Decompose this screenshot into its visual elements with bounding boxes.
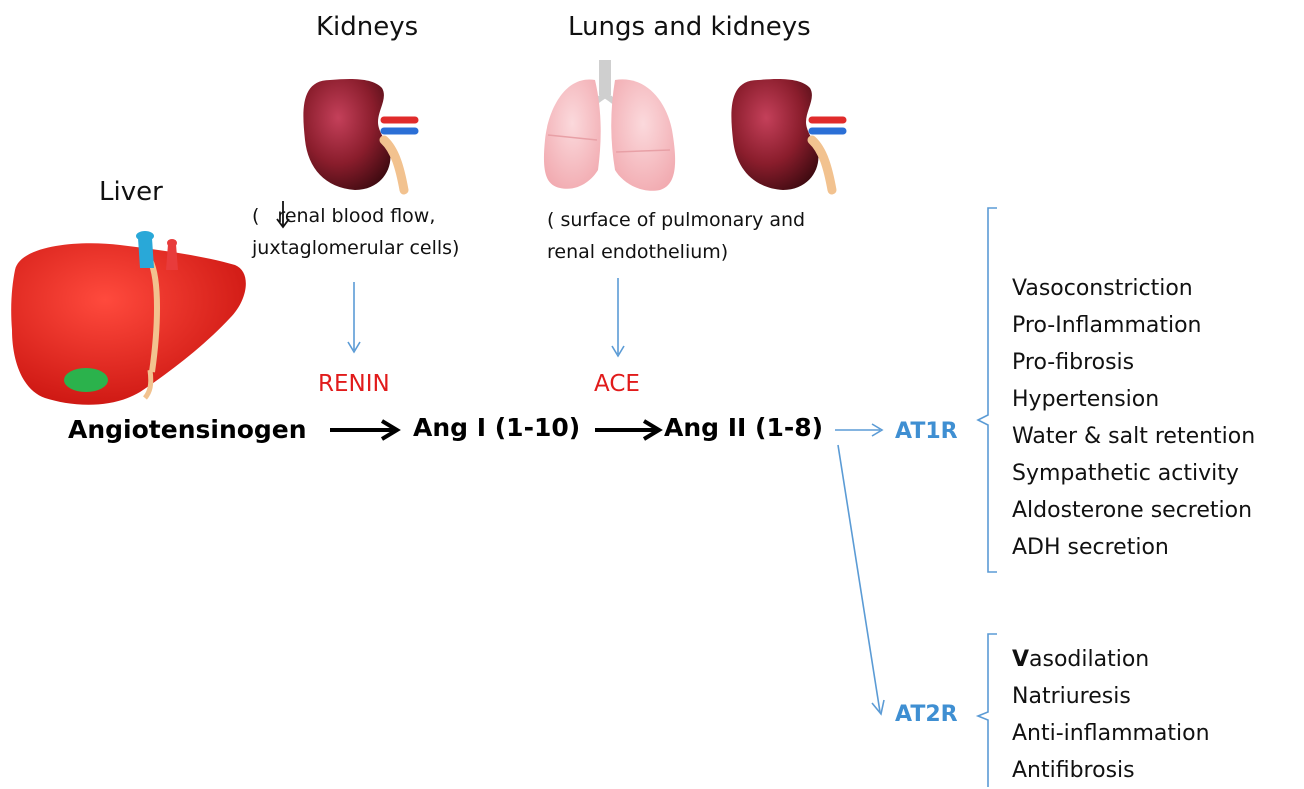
- renin-source-arrow: [348, 282, 360, 352]
- at2r-label: AT2R: [895, 702, 958, 727]
- at2r-effects-list: Vasodilation Natriuresis Anti-inflammati…: [1012, 641, 1210, 789]
- liver-illustration: [11, 231, 246, 405]
- at2r-branch-arrow: [838, 445, 884, 714]
- reaction-arrow-1: [330, 421, 397, 439]
- kidneys-note-prefix: (: [252, 205, 259, 227]
- lungs-kidneys-note-line-2: renal endothelium): [547, 236, 805, 268]
- at1r-label: AT1R: [895, 419, 958, 444]
- at1r-effect-item: Hypertension: [1012, 381, 1255, 418]
- angiotensinogen-label: Angiotensinogen: [68, 415, 307, 444]
- kidney-illustration: [303, 79, 415, 190]
- at1r-effect-item: Pro-fibrosis: [1012, 344, 1255, 381]
- at2r-effect-item: Antifibrosis: [1012, 752, 1210, 789]
- at2r-effect-rest: asodilation: [1029, 647, 1149, 672]
- at2r-bracket: [978, 634, 997, 787]
- kidney-illustration-2: [731, 79, 843, 190]
- at1r-effect-item: Vasoconstriction: [1012, 270, 1255, 307]
- kidneys-note-line-2: juxtaglomerular cells): [252, 232, 459, 264]
- at1r-branch-arrow: [835, 424, 882, 436]
- ace-source-arrow: [612, 278, 624, 356]
- reaction-arrow-2: [595, 421, 659, 439]
- kidneys-note-line-1: ( renal blood flow,: [252, 200, 459, 232]
- renin-label: RENIN: [318, 371, 390, 397]
- at1r-effect-item: Water & salt retention: [1012, 418, 1255, 455]
- ang-ii-label: Ang II (1-8): [664, 413, 823, 442]
- at1r-effect-item: Sympathetic activity: [1012, 455, 1255, 492]
- kidneys-note: ( renal blood flow, juxtaglomerular cells…: [252, 200, 459, 264]
- at1r-effect-item: Pro-Inflammation: [1012, 307, 1255, 344]
- ang-i-label: Ang I (1-10): [413, 413, 580, 442]
- lungs-kidneys-title: Lungs and kidneys: [568, 12, 811, 42]
- ace-label: ACE: [594, 371, 640, 397]
- kidneys-title: Kidneys: [316, 12, 418, 42]
- at1r-effect-item: Aldosterone secretion: [1012, 492, 1255, 529]
- at1r-bracket: [978, 208, 997, 572]
- at1r-effect-item: ADH secretion: [1012, 529, 1255, 566]
- lungs-kidneys-note: ( surface of pulmonary and renal endothe…: [547, 204, 805, 268]
- liver-title: Liver: [99, 177, 163, 207]
- kidneys-note-text-1: renal blood flow,: [277, 205, 435, 227]
- lungs-kidneys-note-line-1: ( surface of pulmonary and: [547, 204, 805, 236]
- at2r-effect-item: Anti-inflammation: [1012, 715, 1210, 752]
- lungs-illustration: [544, 60, 675, 191]
- at2r-effect-item: Natriuresis: [1012, 678, 1210, 715]
- at2r-effect-initial: V: [1012, 647, 1029, 672]
- at1r-effects-list: Vasoconstriction Pro-Inflammation Pro-fi…: [1012, 270, 1255, 566]
- at2r-effect-item: Vasodilation: [1012, 641, 1210, 678]
